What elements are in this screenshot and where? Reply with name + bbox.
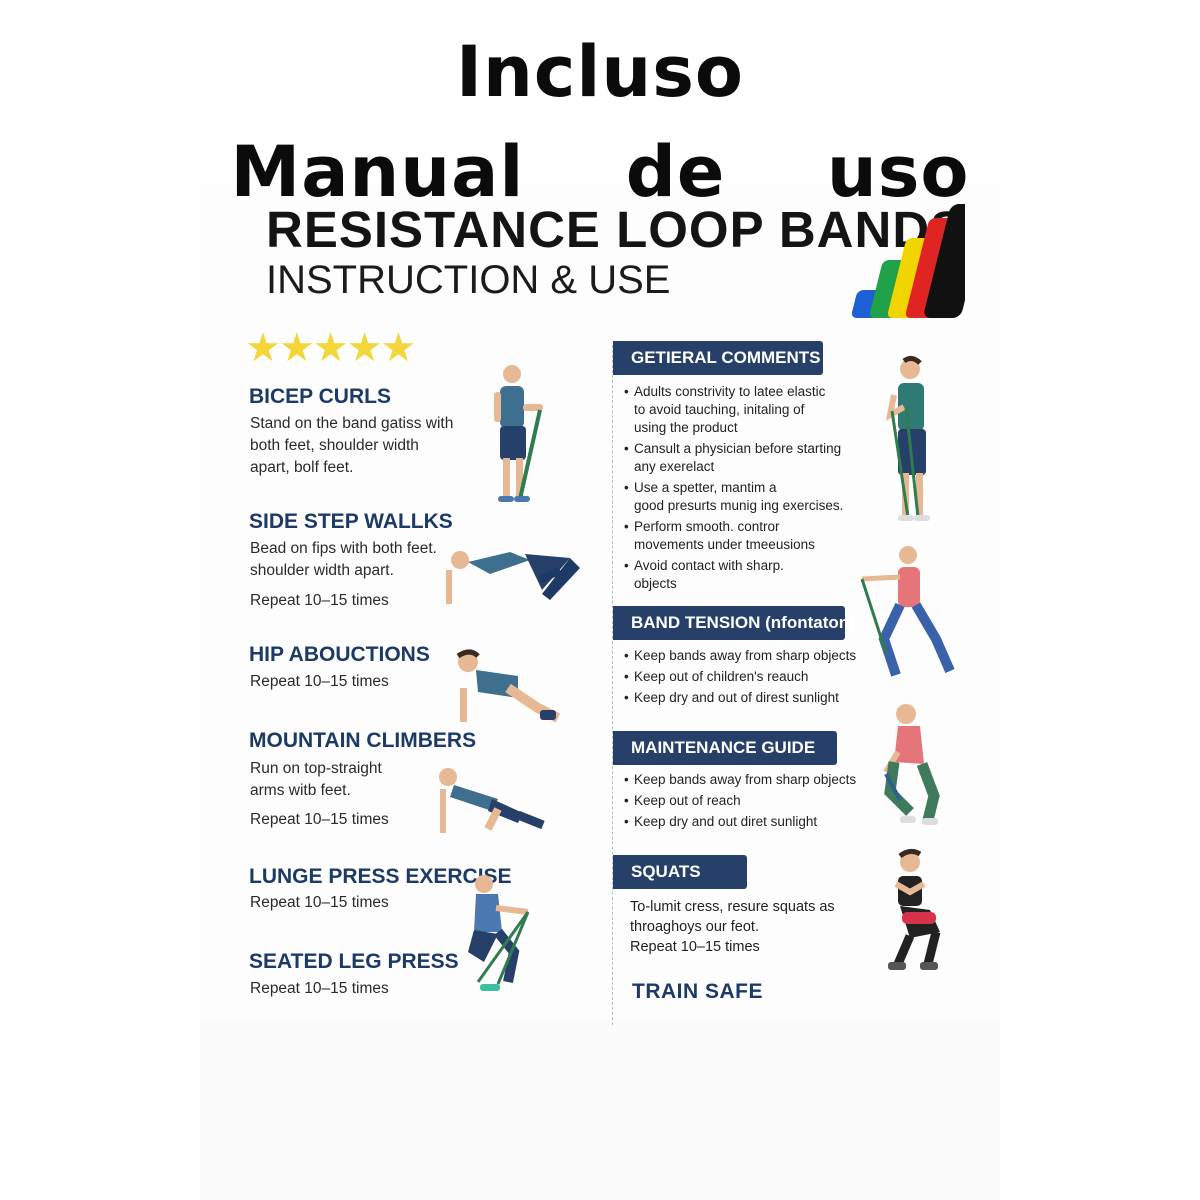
list-item: Avoid contact with sharp. objects <box>624 557 854 593</box>
sheet-bottom <box>200 1020 1000 1200</box>
exercise-repeat-hip-abductions: Repeat 10–15 times <box>250 673 389 690</box>
list-item: Keep dry and out diret sunlight <box>624 813 864 831</box>
squat-figure <box>888 848 941 970</box>
band-squat-figure <box>883 704 940 825</box>
list-item: Cansult a physician before starting any … <box>624 440 854 476</box>
general-comments-list: Adults constrivity to latee elastic to a… <box>624 383 854 596</box>
exercise-title-side-step: SIDE STEP WALLKS <box>249 510 453 533</box>
list-item: Keep bands away from sharp objects <box>624 771 864 789</box>
exercise-repeat-lunge-press: Repeat 10–15 times <box>250 894 389 911</box>
exercise-text-bicep-curls: Stand on the band gatiss with both feet,… <box>250 415 454 476</box>
list-item: Keep dry and out of direst sunlight <box>624 689 864 707</box>
hip-abduction-figure <box>456 649 561 723</box>
exercise-repeat-mountain-climbers: Repeat 10–15 times <box>250 811 389 828</box>
section-squats: SQUATS <box>613 855 747 889</box>
exercise-title-seated-leg-press: SEATED LEG PRESS <box>249 950 459 973</box>
list-item: Keep bands away from sharp objects <box>624 647 864 665</box>
exercise-title-bicep-curls: BICEP CURLS <box>249 385 391 408</box>
lunge-press-figure <box>468 875 530 991</box>
list-item: Use a spetter, mantim a good presurts mu… <box>624 479 854 515</box>
exercise-repeat-side-step: Repeat 10–15 times <box>250 592 389 609</box>
banner-title: Incluso Manual de uso <box>0 22 1200 222</box>
side-band-figure <box>860 546 955 677</box>
exercise-text-side-step: Bead on fips with both feet. shoulder wi… <box>250 540 437 579</box>
exercise-title-lunge-press: LUNGE PRESS EXERCISE <box>249 865 512 888</box>
section-general-comments: GETIERAL COMMENTS <box>613 341 823 375</box>
section-band-tension: BAND TENSION (nfontaton) : <box>613 606 865 640</box>
banner-line-1: Incluso <box>456 31 744 113</box>
maintenance-guide-list: Keep bands away from sharp objects Keep … <box>624 771 864 834</box>
column-divider <box>612 345 613 1025</box>
train-safe-label: TRAIN SAFE <box>632 980 763 1003</box>
bicep-curl-figure <box>494 365 543 502</box>
banner-line-2: Manual de uso <box>230 131 970 213</box>
rating-stars: ★★★★★ <box>245 325 416 371</box>
list-item: Keep out of children's reauch <box>624 668 864 686</box>
band-tension-list: Keep bands away from sharp objects Keep … <box>624 647 864 710</box>
exercise-text-mountain-climbers: Run on top-straight arms witb feet. <box>250 760 382 799</box>
side-step-figure <box>446 551 580 604</box>
exercise-title-mountain-climbers: MOUNTAIN CLIMBERS <box>249 729 477 752</box>
exercise-title-hip-abductions: HIP ABOUCTIONS <box>249 643 430 666</box>
standing-curl-figure <box>885 355 930 521</box>
instruction-sheet <box>200 185 1000 1020</box>
page-title: RESISTANCE LOOP BANDS <box>266 201 966 258</box>
mountain-climber-figure <box>439 768 545 833</box>
list-item: Adults constrivity to latee elastic to a… <box>624 383 854 437</box>
resistance-bands-icon <box>851 204 965 318</box>
exercise-repeat-seated-leg-press: Repeat 10–15 times <box>250 980 389 997</box>
squats-text: To-lumit cress, resure squats as throagh… <box>630 899 835 955</box>
list-item: Keep out of reach <box>624 792 864 810</box>
section-maintenance-guide: MAINTENANCE GUIDE <box>613 731 837 765</box>
page-subtitle: INSTRUCTION & USE <box>266 258 671 302</box>
list-item: Perform smooth. contror movements under … <box>624 518 854 554</box>
